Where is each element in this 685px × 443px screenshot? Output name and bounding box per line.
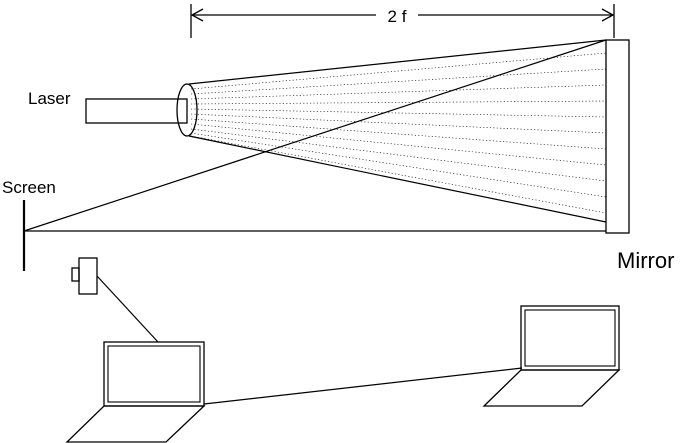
beam-rays <box>190 52 607 214</box>
reflected-ray-diagonal <box>23 39 607 232</box>
laser: Laser <box>28 89 188 124</box>
mirror: Mirror <box>605 39 674 273</box>
camera-icon <box>71 257 98 295</box>
camera-lens <box>71 267 80 282</box>
beam-edge-top <box>188 39 607 85</box>
laptop-left-base <box>65 405 206 443</box>
beam-envelope <box>188 39 607 223</box>
laptop-right-screen <box>524 309 616 367</box>
camera-cable <box>96 275 159 343</box>
laptop-link-cable <box>203 367 523 405</box>
laptop-left-lid-outer <box>103 341 205 407</box>
laptop-right-lid-outer <box>520 305 620 371</box>
distance-label: 2 f <box>388 7 407 26</box>
mirror-label: Mirror <box>617 248 674 273</box>
screen-label: Screen <box>2 178 56 197</box>
beam-edge-bottom <box>188 135 607 223</box>
reflected-rays <box>23 39 607 232</box>
laptop-left-screen <box>107 345 201 403</box>
camera-body <box>78 257 98 295</box>
arrowhead-right <box>601 8 615 22</box>
laser-body <box>85 98 188 124</box>
lens <box>176 83 198 137</box>
laptop-icon <box>65 341 206 443</box>
laser-label: Laser <box>28 89 71 108</box>
mirror-body <box>605 39 630 234</box>
screen: Screen <box>2 178 56 271</box>
laptop-right-base <box>482 369 621 407</box>
distance-dimension: 2 f <box>190 4 615 38</box>
arrowhead-left <box>190 8 204 22</box>
laptop-icon <box>482 305 621 407</box>
